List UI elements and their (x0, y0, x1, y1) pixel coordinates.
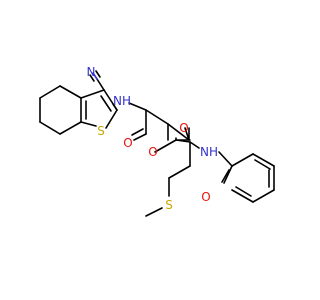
skeleton-bonds (145, 139, 254, 217)
thiophene-s-label: S (97, 124, 105, 138)
amide2-o-label: O (201, 190, 210, 204)
thiophene-ring (80, 89, 118, 129)
nitrile-n-label: N (87, 65, 96, 79)
phenyl-ring (231, 153, 275, 203)
amide-linkage-1 (112, 102, 169, 141)
cyclohexane-ring (39, 85, 82, 135)
molecule-diagram: N NH S O O O NH O S (39, 65, 275, 217)
ester-o-double-label: O (179, 121, 188, 135)
thioether-s-label: S (165, 198, 173, 212)
amide2-nh-label: NH (200, 145, 218, 159)
structure-canvas: N NH S O O O NH O S (39, 65, 275, 217)
amide1-o-label: O (123, 136, 132, 150)
nitrile-group (89, 70, 105, 91)
amide1-nh-label: NH (113, 94, 131, 108)
ester-o-single-label: O (148, 145, 157, 159)
atom-labels: N NH S O O O NH O S (87, 65, 218, 212)
